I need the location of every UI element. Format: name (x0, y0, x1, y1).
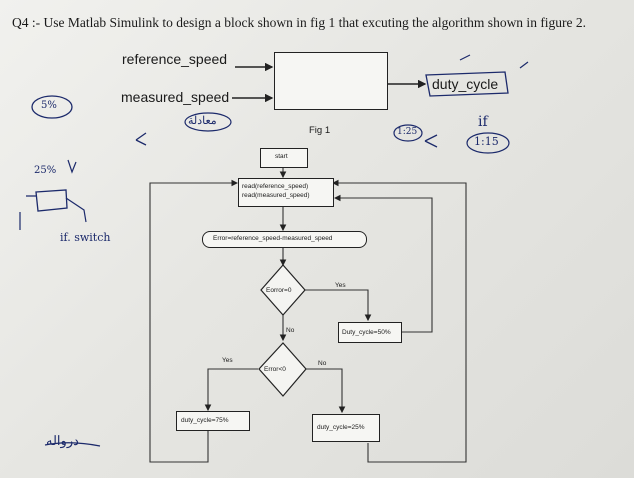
reference-speed-label: reference_speed (122, 51, 228, 67)
pct-5-note: 5% (41, 100, 57, 111)
fig1-caption: Fig 1 (309, 125, 331, 136)
ratio-1-15: 1:15 (474, 135, 499, 148)
duty75-box: duty_cycle=75% (176, 411, 250, 431)
start-box: start (260, 148, 308, 168)
question-text: Q4 :- Use Matlab Simulink to design a bl… (12, 15, 587, 30)
decision2-yes: Yes (222, 357, 233, 364)
read-reference: read(reference_speed) (242, 183, 309, 190)
decision2-no: No (318, 360, 327, 367)
decision1-label: Eorror=0 (266, 287, 292, 294)
pct-25-note: 25% (34, 165, 57, 176)
simulink-block (274, 52, 388, 110)
ratio-1-25: 1:25 (397, 127, 418, 137)
read-measured: read(measured_speed) (242, 192, 310, 199)
decision-error-negative (258, 342, 307, 397)
duty25-box: duty_cycle=25% (312, 414, 380, 442)
if-note: if (478, 114, 488, 130)
duty50-box: Duty_cycle=50% (338, 322, 402, 343)
arabic-bottom-note: درواله (46, 434, 79, 449)
decision1-yes: Yes (335, 282, 346, 289)
decision-error-zero (260, 264, 306, 316)
measured-speed-label: measured_speed (121, 89, 230, 105)
error-calc-label: Error=reference_speed-measured_speed (213, 235, 333, 242)
decision1-no: No (286, 327, 295, 334)
read-box: read(reference_speed) read(measured_spee… (238, 178, 334, 207)
duty25-label: duty_cycle=25% (317, 424, 365, 431)
switch-note: if. switch (60, 231, 111, 244)
decision2-label: Error<0 (264, 366, 286, 373)
arabic-label: معادلة (188, 114, 217, 127)
error-calc-box: Error=reference_speed-measured_speed (202, 231, 367, 248)
duty75-label: duty_cycle=75% (181, 417, 229, 424)
duty50-label: Duty_cycle=50% (342, 329, 391, 336)
start-label: start (275, 153, 288, 160)
duty-cycle-label: duty_cycle (432, 76, 499, 92)
